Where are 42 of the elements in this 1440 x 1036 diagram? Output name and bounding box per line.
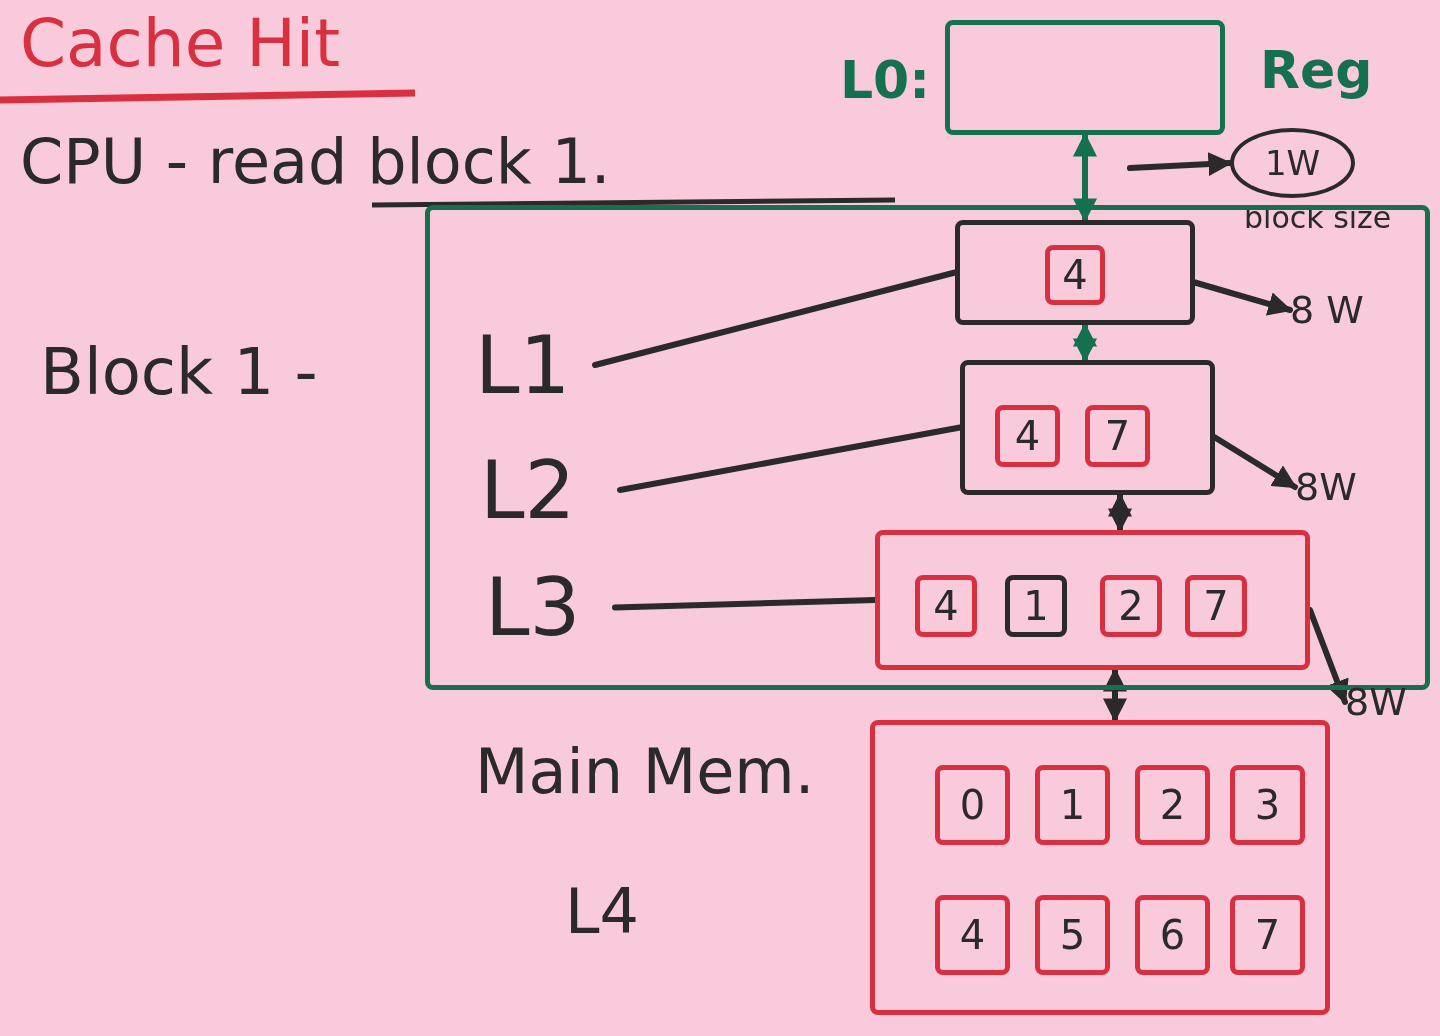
note-text: Block 1 - (40, 335, 318, 409)
level-label: L3 (485, 565, 582, 650)
block-cell: 7 (1085, 405, 1150, 467)
annotation-text: L4 (565, 875, 639, 948)
cache-level-box (875, 530, 1310, 670)
note-text: CPU - read block 1. (20, 125, 611, 198)
size-label: 8W (1345, 679, 1408, 726)
block-cell: 7 (1185, 575, 1247, 637)
level-label: L1 (475, 317, 572, 414)
annotation-text: Main Mem. (475, 735, 815, 808)
arrow (1073, 132, 1097, 223)
block-cell: 6 (1135, 895, 1210, 975)
arrow (1212, 434, 1298, 490)
cache-level-box (960, 360, 1215, 495)
block-cell: 3 (1230, 765, 1305, 845)
level-label: L2 (480, 445, 577, 535)
block-cell: 2 (1135, 765, 1210, 845)
arrow (1073, 322, 1097, 363)
title: Cache Hit (20, 5, 341, 82)
block-cell: 4 (995, 405, 1060, 467)
arrow (1108, 492, 1132, 533)
leader-line (617, 424, 963, 493)
level-label: L0: (839, 50, 930, 110)
size-label: 8 W (1290, 287, 1365, 334)
block-cell: 1 (1005, 575, 1067, 637)
arrow (1307, 607, 1349, 705)
leader-line (592, 269, 958, 368)
block-cell: 0 (935, 765, 1010, 845)
leader-line (612, 597, 878, 611)
block-cell: 4 (1045, 245, 1105, 305)
cache-level-box (955, 220, 1195, 325)
block-cell: 2 (1100, 575, 1162, 637)
block-cell: 7 (1230, 895, 1305, 975)
block-cell: 4 (935, 895, 1010, 975)
block-cell: 5 (1035, 895, 1110, 975)
block-cell: 4 (915, 575, 977, 637)
size-label: 8W (1295, 464, 1358, 511)
annotation-text: Reg (1260, 40, 1373, 100)
block-cell: 1 (1035, 765, 1110, 845)
arrow (1192, 279, 1293, 316)
arrow (1103, 667, 1127, 723)
arrow (1127, 152, 1233, 177)
